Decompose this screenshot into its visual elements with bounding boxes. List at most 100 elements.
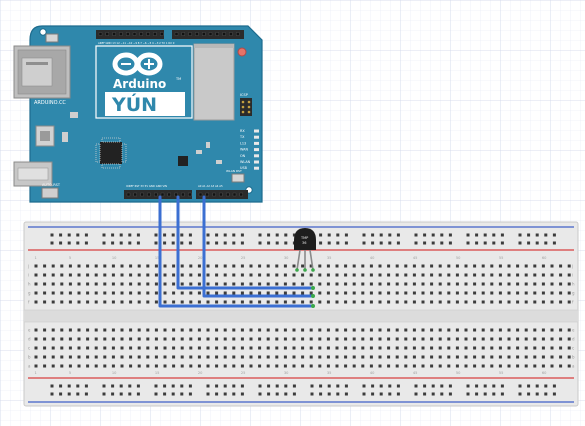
- breadboard-hole: [137, 291, 141, 295]
- row-letter: e: [28, 328, 31, 333]
- breadboard-hole: [524, 264, 528, 268]
- header-pin: [205, 192, 210, 197]
- breadboard-hole: [490, 355, 494, 359]
- status-led: [254, 135, 259, 139]
- breadboard-hole: [206, 300, 210, 304]
- breadboard-hole: [137, 364, 141, 368]
- breadboard-hole: [60, 328, 64, 332]
- breadboard-hole: [188, 392, 192, 396]
- breadboard-hole: [447, 264, 451, 268]
- breadboard-hole: [301, 282, 305, 286]
- row-letter: a: [28, 364, 31, 369]
- breadboard-hole: [111, 241, 115, 245]
- breadboard-hole: [34, 346, 38, 350]
- breadboard-hole: [111, 364, 115, 368]
- breadboard-hole: [483, 392, 487, 396]
- breadboard-hole: [59, 241, 63, 245]
- breadboard-hole: [51, 282, 55, 286]
- breadboard-hole: [223, 233, 227, 237]
- row-letter: f: [28, 300, 30, 305]
- sensor-label-line1: TMP: [300, 236, 308, 240]
- breadboard-hole: [292, 300, 296, 304]
- breadboard-hole: [59, 233, 63, 237]
- breadboard-hole: [498, 337, 502, 341]
- breadboard-hole: [492, 392, 496, 396]
- header-pin: [133, 192, 138, 197]
- breadboard-hole: [387, 364, 391, 368]
- breadboard-hole: [128, 233, 132, 237]
- breadboard-hole: [102, 241, 106, 245]
- breadboard-hole: [197, 291, 201, 295]
- digital-header-right: [172, 30, 244, 39]
- breadboard-hole: [448, 392, 452, 396]
- breadboard-hole: [438, 264, 442, 268]
- header-pin: [181, 32, 186, 36]
- breadboard-hole: [206, 291, 210, 295]
- breadboard-hole: [223, 291, 227, 295]
- digital-header-left: [96, 30, 164, 39]
- breadboard-hole: [464, 355, 468, 359]
- breadboard-hole: [498, 355, 502, 359]
- breadboard-hole: [51, 337, 55, 341]
- breadboard-hole: [68, 291, 72, 295]
- breadboard-hole: [352, 264, 356, 268]
- status-led: [254, 148, 259, 152]
- breadboard-hole: [163, 337, 167, 341]
- header-pin: [215, 32, 220, 36]
- breadboard-hole: [232, 346, 236, 350]
- breadboard-hole: [43, 355, 47, 359]
- breadboard-hole: [103, 337, 107, 341]
- breadboard-hole: [423, 384, 427, 388]
- breadboard-hole: [223, 264, 227, 268]
- column-number: 45: [413, 256, 418, 260]
- breadboard-hole: [533, 328, 537, 332]
- breadboard-hole: [466, 241, 470, 245]
- breadboard-hole: [430, 337, 434, 341]
- minus-plus-icon: [121, 59, 154, 69]
- breadboard-hole: [344, 364, 348, 368]
- breadboard-hole: [180, 392, 184, 396]
- status-led: [254, 129, 259, 133]
- breadboard-hole: [335, 346, 339, 350]
- header-pin: [98, 32, 103, 36]
- usb-host-port: [13, 161, 53, 187]
- breadboard-hole: [326, 364, 330, 368]
- breadboard-hole: [344, 291, 348, 295]
- breadboard-hole: [516, 264, 520, 268]
- breadboard-hole: [76, 233, 80, 237]
- breadboard-hole: [180, 282, 184, 286]
- column-number: 25: [241, 256, 246, 260]
- breadboard-hole: [120, 346, 124, 350]
- breadboard-hole: [507, 300, 511, 304]
- breadboard-hole: [326, 355, 330, 359]
- breadboard-hole: [266, 273, 270, 277]
- micro-usb-port: [35, 125, 55, 147]
- breadboard-hole: [473, 346, 477, 350]
- breadboard-hole: [361, 328, 365, 332]
- breadboard-hole: [103, 300, 107, 304]
- breadboard-hole: [136, 241, 140, 245]
- column-number: 40: [370, 256, 375, 260]
- breadboard-hole: [507, 355, 511, 359]
- breadboard-hole: [137, 337, 141, 341]
- breadboard-hole: [34, 337, 38, 341]
- breadboard-hole: [128, 241, 132, 245]
- breadboard-hole: [275, 346, 279, 350]
- breadboard-hole: [154, 273, 158, 277]
- breadboard-hole: [136, 233, 140, 237]
- breadboard-hole: [369, 346, 373, 350]
- breadboard-hole: [378, 337, 382, 341]
- breadboard-hole: [395, 273, 399, 277]
- breadboard-hole: [258, 355, 262, 359]
- breadboard-hole: [498, 364, 502, 368]
- breadboard-hole: [94, 355, 98, 359]
- breadboard-hole: [103, 282, 107, 286]
- breadboard-hole: [215, 300, 219, 304]
- breadboard-hole: [344, 273, 348, 277]
- breadboard-hole: [292, 273, 296, 277]
- breadboard-hole: [344, 264, 348, 268]
- breadboard-hole: [240, 384, 244, 388]
- breadboard-hole: [111, 273, 115, 277]
- breadboard-hole: [240, 291, 244, 295]
- breadboard-hole: [371, 392, 375, 396]
